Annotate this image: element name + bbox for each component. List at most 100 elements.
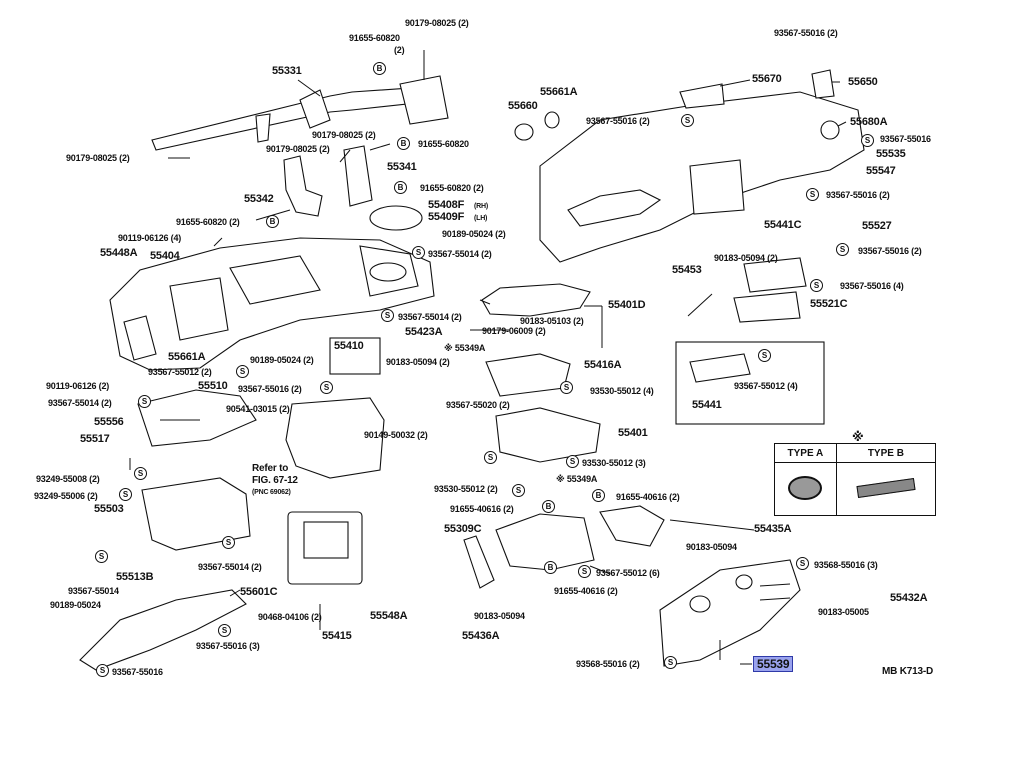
screw-badge-icon: S — [484, 451, 497, 464]
screw-badge-icon: S — [566, 455, 579, 468]
part-label: 90183-05103 (2) — [520, 316, 584, 326]
screw-badge-icon: S — [578, 565, 591, 578]
diagram-code: MB K713-D — [882, 666, 933, 677]
flat-strip-icon — [856, 477, 916, 498]
screw-badge-icon: S — [412, 246, 425, 259]
part-label: 93249-55006 (2) — [34, 491, 98, 501]
part-label: 93530-55012 (3) — [582, 458, 646, 468]
part-label: 90183-05094 — [686, 542, 737, 552]
center-brackets — [463, 353, 665, 589]
part-label: 90468-04106 (2) — [258, 612, 322, 622]
part-label: 91655-40616 (2) — [616, 492, 680, 502]
part-label: 93567-55014 (2) — [428, 249, 492, 259]
part-label: 55510 — [198, 380, 228, 392]
bolt-badge-icon: B — [373, 62, 386, 75]
part-label: 90149-50032 (2) — [364, 430, 428, 440]
part-label: 93567-55012 (4) — [734, 381, 798, 391]
part-label: 90183-05094 (2) — [714, 253, 778, 263]
part-label: 93249-55008 (2) — [36, 474, 100, 484]
screw-badge-icon: S — [758, 349, 771, 362]
part-label: 91655-60820 (2) — [176, 217, 240, 227]
part-label: 55408F — [428, 199, 465, 211]
part-label: 55331 — [272, 65, 302, 77]
screw-badge-icon: S — [218, 624, 231, 637]
part-label: 93567-55014 (2) — [48, 398, 112, 408]
part-label: 55309C — [444, 523, 482, 535]
part-label: 93530-55012 (2) — [434, 484, 498, 494]
part-label: 55517 — [80, 433, 110, 445]
part-label: 91655-60820 — [349, 33, 400, 43]
screw-badge-icon: S — [138, 395, 151, 408]
part-label: 90189-05024 (2) — [442, 229, 506, 239]
part-label: 55404 — [150, 250, 180, 262]
part-label: 93568-55016 (3) — [814, 560, 878, 570]
screw-badge-icon: S — [320, 381, 333, 394]
screw-badge-icon: S — [796, 557, 809, 570]
screw-badge-icon: S — [512, 484, 525, 497]
dash-braces — [283, 145, 373, 217]
part-label: 90179-08025 (2) — [312, 130, 376, 140]
screw-badge-icon: S — [134, 467, 147, 480]
bolt-badge-icon: B — [592, 489, 605, 502]
part-label: 90179-06009 (2) — [482, 326, 546, 336]
part-label: (2) — [394, 45, 405, 55]
part-label: 93567-55016 (2) — [586, 116, 650, 126]
highlighted-part-number[interactable]: 55539 — [753, 656, 794, 672]
part-label: 55680A — [850, 116, 888, 128]
part-label: ※ 55349A — [444, 343, 486, 353]
instrument-panel-main — [109, 237, 435, 371]
part-label: 93530-55012 (4) — [590, 386, 654, 396]
round-cap-icon — [788, 475, 823, 500]
instrument-panel-right — [514, 69, 865, 263]
screw-badge-icon: S — [222, 536, 235, 549]
part-label: 55521C — [810, 298, 848, 310]
part-label: 55660 — [508, 100, 538, 112]
part-label: 55441C — [764, 219, 802, 231]
part-label: (PNC 69062) — [252, 489, 291, 496]
part-label: 93567-55016 (2) — [774, 28, 838, 38]
instrument-panel-reinforcement — [151, 75, 449, 151]
part-label: 90189-05024 (2) — [250, 355, 314, 365]
part-label: 90183-05094 — [474, 611, 525, 621]
part-label: 55448A — [100, 247, 138, 259]
bolt-badge-icon: B — [544, 561, 557, 574]
part-label: 90119-06126 (4) — [118, 233, 182, 243]
part-label: 55513B — [116, 571, 154, 583]
part-label: 93567-55012 (2) — [148, 367, 212, 377]
part-label: 90179-08025 (2) — [266, 144, 330, 154]
lower-panel-right — [659, 559, 801, 667]
part-label: Refer to — [252, 463, 289, 474]
part-label: 93567-55014 (2) — [198, 562, 262, 572]
part-label: 55661A — [540, 86, 578, 98]
screw-badge-icon: S — [560, 381, 573, 394]
part-label: 93567-55014 — [68, 586, 119, 596]
part-label: 55401D — [608, 299, 646, 311]
part-label: 55441 — [692, 399, 722, 411]
screw-badge-icon: S — [810, 279, 823, 292]
part-label: ※ 55349A — [556, 474, 598, 484]
screw-badge-icon: S — [806, 188, 819, 201]
bolt-badge-icon: B — [542, 500, 555, 513]
cup-holder-oval — [369, 205, 423, 231]
part-label: 55409F — [428, 211, 465, 223]
part-label: 90183-05005 — [818, 607, 869, 617]
type-a-header: TYPE A — [774, 443, 837, 463]
switch-housings — [675, 257, 825, 425]
part-label: 90179-08025 (2) — [405, 18, 469, 28]
part-label: 93568-55016 (2) — [576, 659, 640, 669]
part-label: 55423A — [405, 326, 443, 338]
part-label: 55548A — [370, 610, 408, 622]
part-label: 55527 — [862, 220, 892, 232]
note-mark: ※ — [852, 430, 864, 444]
part-label: 55436A — [462, 630, 500, 642]
part-label: 55341 — [387, 161, 417, 173]
part-label: 90189-05024 — [50, 600, 101, 610]
part-label: (RH) — [474, 203, 488, 210]
part-label: 93567-55016 — [880, 134, 931, 144]
part-label: 93567-55016 (4) — [840, 281, 904, 291]
screw-badge-icon: S — [381, 309, 394, 322]
part-label: 93567-55012 (6) — [596, 568, 660, 578]
part-label: 90183-05094 (2) — [386, 357, 450, 367]
part-label: 93567-55016 (2) — [826, 190, 890, 200]
